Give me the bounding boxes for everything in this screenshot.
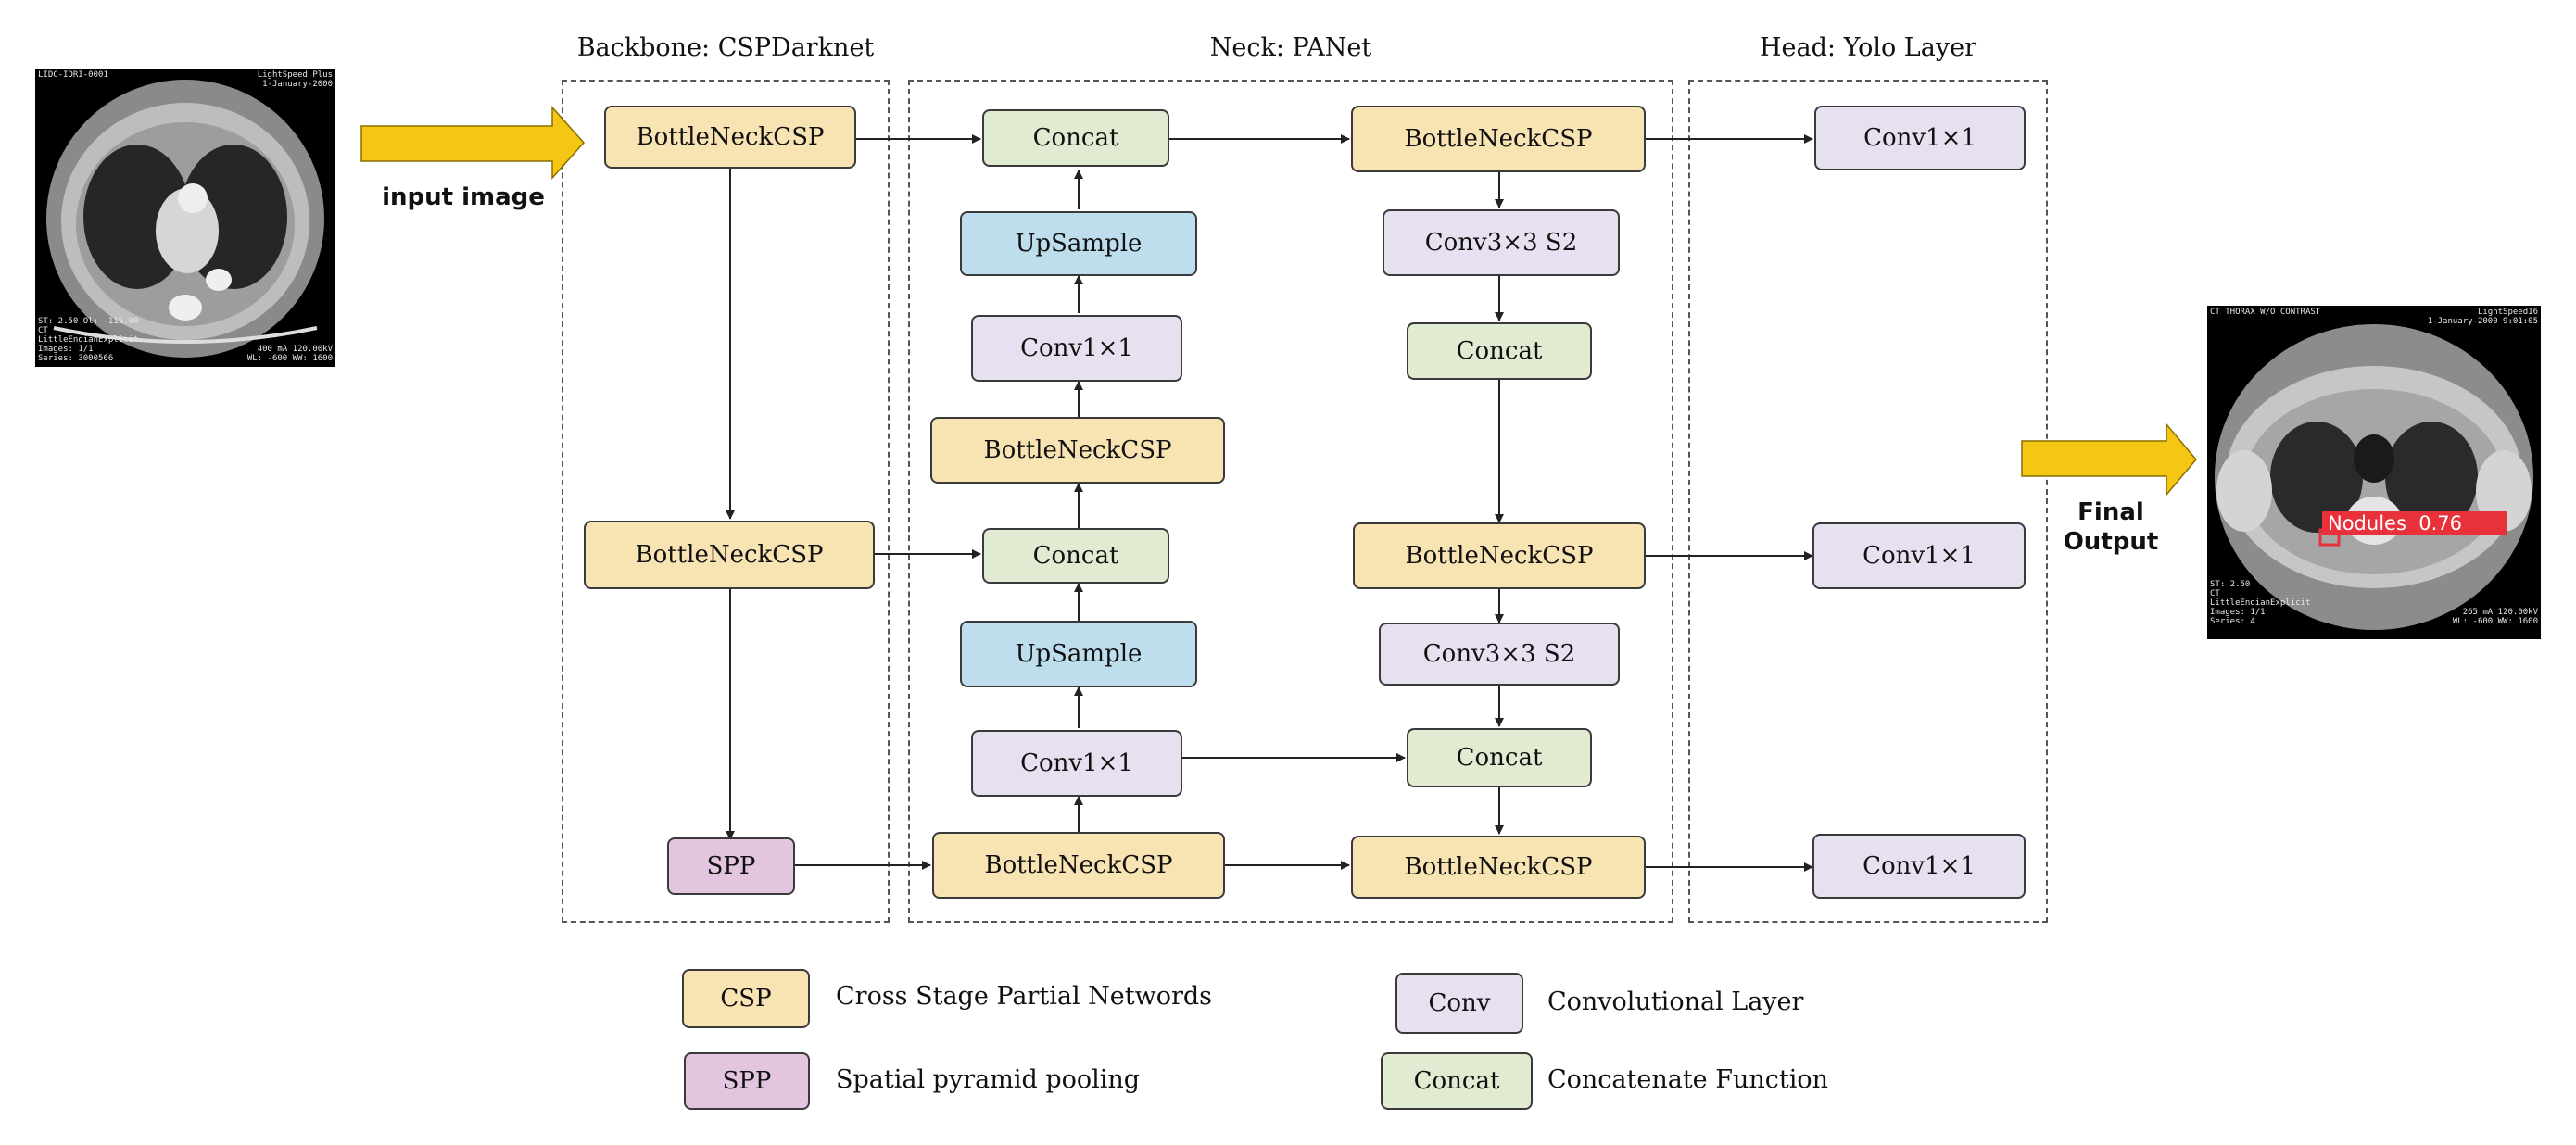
backbone-title: Backbone: CSPDarknet <box>576 33 875 62</box>
input-arrow <box>360 106 586 180</box>
neck-right-bottleneckcsp-1: BottleNeckCSP <box>1351 106 1646 172</box>
input-ct-scan-graphic <box>46 80 324 358</box>
output-ct-top-right-text-2: 1-January-2000 9:01:05 <box>2427 317 2538 326</box>
output-ct-scan-graphic <box>2215 324 2533 630</box>
legend-spp-text: Spatial pyramid pooling <box>836 1065 1141 1094</box>
output-ct-bottom-left-text-1: ST: 2.50 <box>2210 580 2251 589</box>
input-ct-top-right-text-2: 1-January-2000 <box>262 80 333 89</box>
input-ct-bottom-right-text-2: WL: -600 WW: 1600 <box>246 354 333 363</box>
input-ct-image: LIDC-IDRI-0001 LightSpeed Plus 1-January… <box>35 69 335 367</box>
final-output-label-line2: Output <box>2063 528 2159 556</box>
neck-conv1x1-1: Conv1×1 <box>971 315 1182 382</box>
neck-bottleneckcsp-2: BottleNeckCSP <box>932 832 1225 899</box>
input-ct-bottom-right-text-1: 400 mA 120.00kV <box>257 345 333 354</box>
backbone-bottleneckcsp-1: BottleNeckCSP <box>604 106 856 169</box>
legend-csp-text: Cross Stage Partial Networds <box>836 982 1213 1011</box>
neck-title: Neck: PANet <box>1209 33 1372 62</box>
input-ct-bottom-left-text-5: Series: 3000566 <box>38 354 114 363</box>
output-ct-image: Nodules 0.76 CT THORAX W/O CONTRAST Ligh… <box>2207 306 2541 639</box>
neck-right-concat-2: Concat <box>1407 728 1592 787</box>
output-ct-bottom-left-text-5: Series: 4 <box>2210 617 2255 626</box>
head-conv1x1-1: Conv1×1 <box>1814 106 2026 170</box>
legend-conv-swatch: Conv <box>1395 973 1523 1034</box>
neck-bottleneckcsp-1: BottleNeckCSP <box>930 417 1225 484</box>
input-image-label: input image <box>382 183 545 211</box>
input-ct-top-left-text: LIDC-IDRI-0001 <box>38 70 108 80</box>
output-ct-top-right-text-1: LightSpeed16 <box>2477 308 2538 317</box>
input-ct-bottom-left-text-2: CT <box>38 326 48 335</box>
detection-label: Nodules 0.76 <box>2328 512 2463 535</box>
backbone-bottleneckcsp-2: BottleNeckCSP <box>584 521 875 589</box>
input-ct-bottom-left-text-1: ST: 2.50 Ol: -115.00 <box>38 317 139 326</box>
neck-right-concat-1: Concat <box>1407 322 1592 380</box>
legend-concat-text: Concatenate Function <box>1547 1065 1829 1094</box>
neck-right-conv3x3s2-1: Conv3×3 S2 <box>1383 209 1620 276</box>
output-arrow <box>2021 422 2197 497</box>
neck-concat-1: Concat <box>982 109 1169 167</box>
output-ct-top-left-text: CT THORAX W/O CONTRAST <box>2210 308 2321 317</box>
legend-conv-text: Convolutional Layer <box>1547 988 1804 1016</box>
head-conv1x1-2: Conv1×1 <box>1812 522 2026 589</box>
output-ct-bottom-left-text-4: Images: 1/1 <box>2210 608 2266 617</box>
neck-right-bottleneckcsp-3: BottleNeckCSP <box>1351 836 1646 899</box>
head-title: Head: Yolo Layer <box>1760 33 1976 62</box>
output-ct-bottom-right-text-1: 265 mA 120.00kV <box>2462 608 2538 617</box>
head-conv1x1-3: Conv1×1 <box>1812 834 2026 899</box>
output-ct-bottom-right-text-2: WL: -600 WW: 1600 <box>2452 617 2538 626</box>
neck-right-conv3x3s2-2: Conv3×3 S2 <box>1379 623 1620 686</box>
output-ct-bottom-left-text-3: LittleEndianExplicit <box>2210 598 2311 608</box>
input-ct-top-right-text-1: LightSpeed Plus <box>257 70 333 80</box>
input-ct-bottom-left-text-4: Images: 1/1 <box>38 345 94 354</box>
legend-spp-swatch: SPP <box>684 1052 810 1110</box>
output-ct-bottom-left-text-2: CT <box>2210 589 2220 598</box>
final-output-label-line1: Final <box>2077 498 2144 526</box>
backbone-region <box>562 80 890 923</box>
neck-right-bottleneckcsp-2: BottleNeckCSP <box>1353 522 1646 589</box>
backbone-spp: SPP <box>667 837 795 895</box>
neck-region <box>908 80 1673 923</box>
neck-conv1x1-2: Conv1×1 <box>971 730 1182 797</box>
neck-upsample-1: UpSample <box>960 211 1197 276</box>
neck-upsample-2: UpSample <box>960 621 1197 687</box>
legend-csp-swatch: CSP <box>682 969 810 1028</box>
neck-concat-2: Concat <box>982 528 1169 584</box>
head-region <box>1688 80 2048 923</box>
legend-concat-swatch: Concat <box>1381 1052 1533 1110</box>
input-ct-bottom-left-text-3: LittleEndianExplicit <box>38 335 139 345</box>
